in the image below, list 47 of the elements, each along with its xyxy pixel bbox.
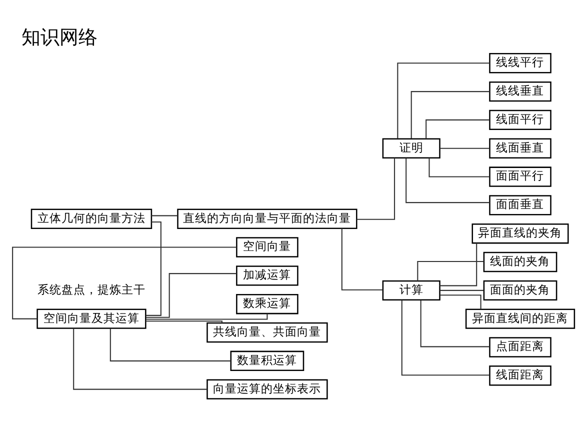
connector	[410, 91, 490, 138]
node-box: 异面直线的夹角	[472, 224, 569, 244]
connector	[428, 158, 490, 178]
connector	[146, 314, 268, 320]
node-box: 证明	[382, 138, 440, 158]
connector	[440, 148, 490, 149]
diagram-title: 知识网络	[21, 26, 98, 49]
connector	[151, 215, 178, 216]
node-box: 面面平行	[489, 166, 552, 187]
connector	[12, 246, 236, 320]
node-box: 共线向量、共面向量	[206, 322, 328, 343]
connector	[406, 158, 490, 204]
node-box: 线线平行	[489, 53, 552, 74]
node-box: 直线的方向向量与平面的法向量	[177, 208, 358, 229]
node-box: 线面距离	[489, 366, 552, 386]
connector	[146, 273, 236, 318]
connector	[110, 328, 231, 362]
node-box: 加减运算	[236, 266, 298, 286]
connector	[420, 300, 490, 348]
node-box: 计算	[382, 280, 440, 301]
connector	[417, 260, 484, 281]
node-box: 面面垂直	[489, 195, 552, 216]
node-box: 线面的夹角	[483, 252, 558, 272]
connector	[426, 119, 490, 139]
connector	[440, 294, 482, 310]
connector	[73, 328, 207, 390]
connector	[401, 300, 490, 376]
node-box: 数量积运算	[230, 350, 304, 372]
node-box: 异面直线间的距离	[465, 308, 576, 329]
connector	[146, 320, 222, 323]
node-box: 立体几何的向量方法	[30, 208, 152, 229]
label: 系统盘点，提炼主干	[37, 282, 146, 296]
connector	[397, 62, 490, 139]
connector	[440, 243, 478, 286]
connector	[341, 228, 383, 290]
connector	[440, 290, 484, 291]
node-box: 线面平行	[489, 110, 552, 130]
node-box: 线面垂直	[489, 138, 552, 158]
node-box: 数乘运算	[236, 294, 298, 314]
node-box: 线线垂直	[489, 81, 552, 102]
node-box: 空间向量及其运算	[36, 308, 146, 329]
node-box: 向量运算的坐标表示	[206, 379, 328, 400]
connector	[146, 222, 162, 316]
connector	[356, 158, 396, 220]
node-box: 点面距离	[489, 337, 552, 358]
node-box: 空间向量	[236, 237, 298, 258]
node-box: 面面的夹角	[483, 280, 558, 301]
